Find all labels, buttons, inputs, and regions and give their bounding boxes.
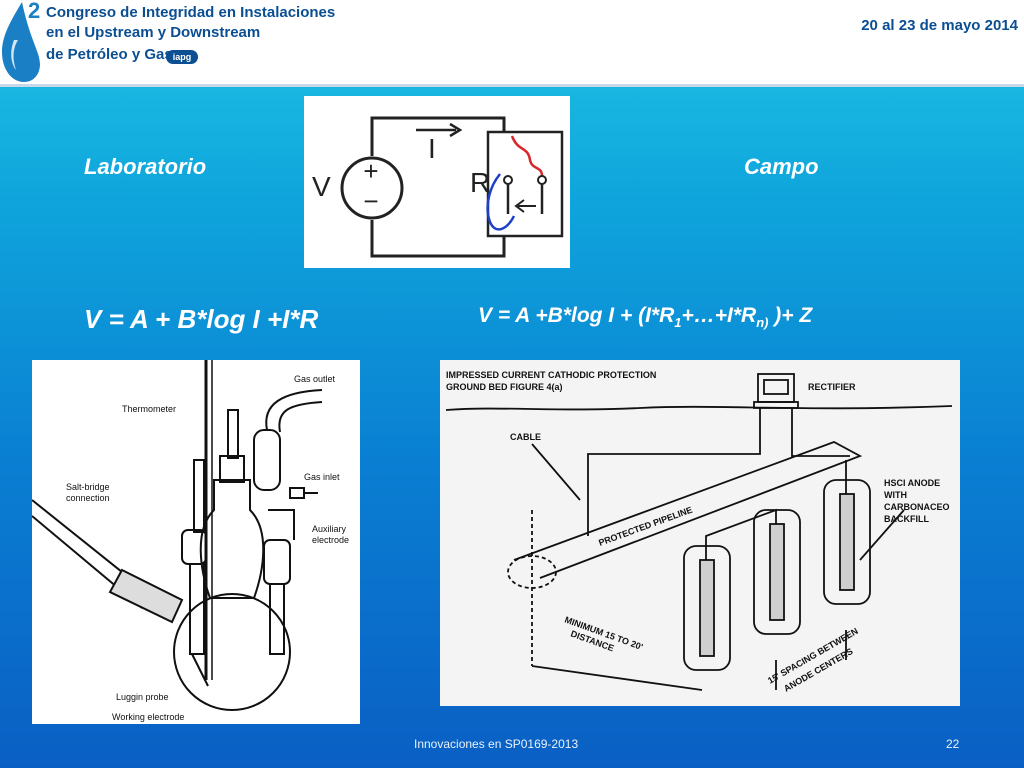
luggin-probe-label: Luggin probe xyxy=(116,692,169,702)
field-equation-sub2: n) xyxy=(756,315,769,331)
circuit-diagram: + − V I R xyxy=(304,96,570,268)
rectifier-label: RECTIFIER xyxy=(808,382,856,392)
anode-label-3: CARBONACEO xyxy=(884,502,950,512)
field-diagram: IMPRESSED CURRENT CATHODIC PROTECTION GR… xyxy=(440,360,960,706)
circuit-svg: + − V I R xyxy=(312,116,564,258)
i-label: I xyxy=(428,133,436,164)
svg-text:2: 2 xyxy=(28,0,40,23)
iapg-badge: iapg xyxy=(166,50,198,64)
anode-label-2: WITH xyxy=(884,490,907,500)
anode-label-4: BACKFILL xyxy=(884,514,929,524)
plus-sign: + xyxy=(363,156,378,186)
campo-label: Campo xyxy=(744,154,819,179)
auxiliary-label-2: electrode xyxy=(312,535,349,545)
gas-inlet-label: Gas inlet xyxy=(304,472,340,482)
water-drop-logo-icon: 2 xyxy=(2,0,40,82)
cell-box xyxy=(486,130,564,238)
salt-bridge-label-1: Salt-bridge xyxy=(66,482,110,492)
field-equation-sub1: 1 xyxy=(674,315,682,331)
field-title-line1: IMPRESSED CURRENT CATHODIC PROTECTION xyxy=(446,370,656,380)
current-arrow-icon xyxy=(449,122,463,138)
page-number: 22 xyxy=(946,737,960,751)
congress-title-line1: Congreso de Integridad en Instalaciones xyxy=(46,4,336,21)
auxiliary-label-1: Auxiliary xyxy=(312,524,347,534)
lab-cell-diagram: Gas outlet Thermometer Gas inlet Salt-br… xyxy=(31,360,360,724)
r-label: R xyxy=(470,167,490,198)
congress-title-line3: de Petróleo y Gas xyxy=(46,46,173,63)
event-date: 20 al 23 de mayo 2014 xyxy=(861,17,1018,34)
field-equation-part2: +…+I*R xyxy=(681,304,757,327)
lab-equation: V = A + B*log I +I*R xyxy=(84,304,319,334)
congress-title-line2: en el Upstream y Downstream xyxy=(46,24,261,41)
anode-label-1: HSCI ANODE xyxy=(884,478,940,488)
field-equation: V = A +B*log I + (I*R1+…+I*Rn) )+ Z xyxy=(478,304,812,330)
field-equation-part1: V = A +B*log I + (I*R xyxy=(478,304,675,327)
salt-bridge-label-2: connection xyxy=(66,493,110,503)
gas-outlet-label: Gas outlet xyxy=(294,374,336,384)
header-banner: 2 Congreso de Integridad en Instalacione… xyxy=(0,0,1024,87)
electrochemical-cell-illustration: Gas outlet Thermometer Gas inlet Salt-br… xyxy=(31,360,349,722)
thermometer-label: Thermometer xyxy=(122,404,176,414)
laboratorio-label: Laboratorio xyxy=(84,154,207,179)
cathodic-protection-illustration: IMPRESSED CURRENT CATHODIC PROTECTION GR… xyxy=(445,370,953,694)
red-wire xyxy=(510,135,544,177)
v-label: V xyxy=(312,171,331,202)
minus-sign: − xyxy=(363,186,378,216)
blue-wire xyxy=(486,173,516,231)
field-equation-part3: )+ Z xyxy=(768,304,813,327)
cable-label: CABLE xyxy=(510,432,541,442)
footer-text: Innovaciones en SP0169-2013 xyxy=(414,737,579,751)
field-title-line2: GROUND BED FIGURE 4(a) xyxy=(446,382,563,392)
voltage-source-icon xyxy=(340,156,404,220)
working-electrode-label: Working electrode xyxy=(112,712,184,722)
